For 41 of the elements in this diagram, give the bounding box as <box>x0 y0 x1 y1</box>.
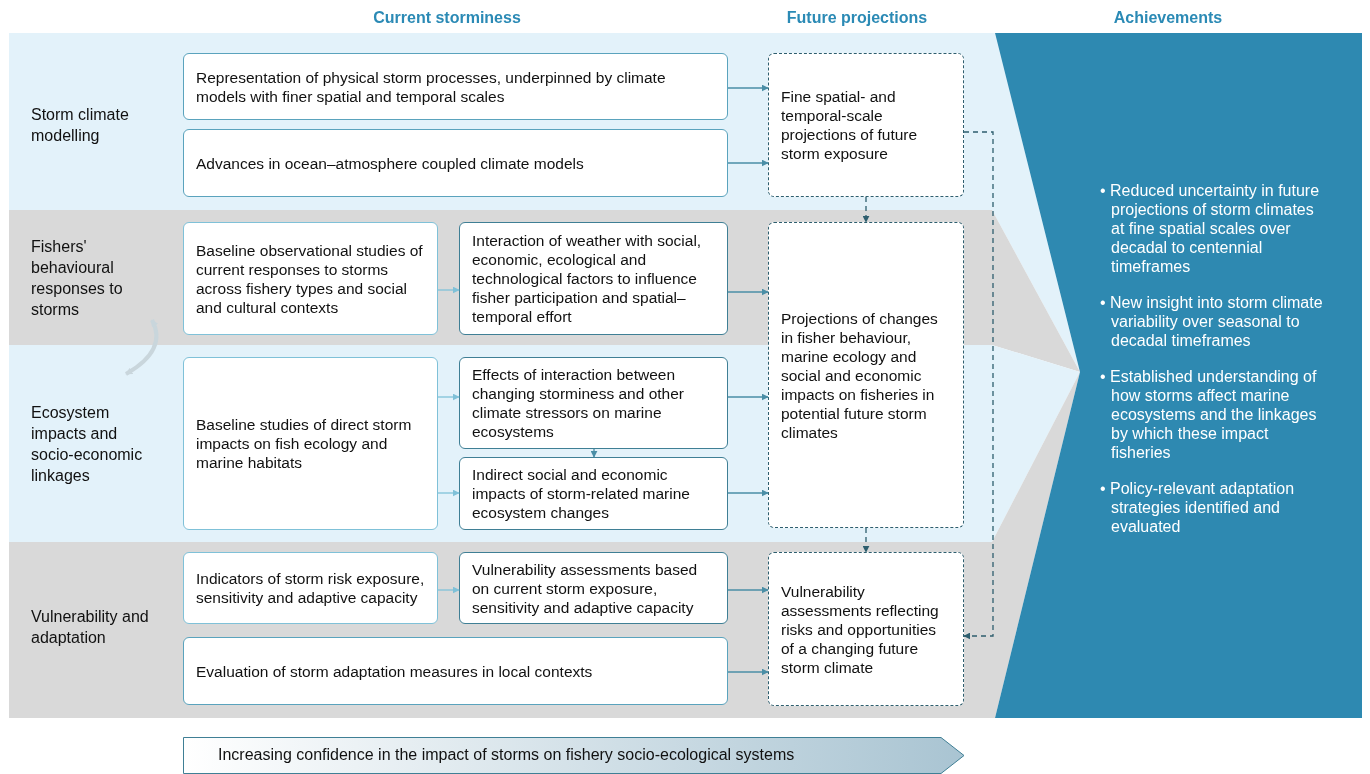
process-box: Baseline studies of direct storm impacts on fish ecology and marine habitats <box>183 357 438 530</box>
bullet-item: • Policy-relevant adaptation strategies identified and evaluated <box>1100 479 1296 536</box>
process-box: Vulnerability assessments based on current storm exposure, sensitivity and adaptive capacity <box>459 552 728 624</box>
row-heading: Ecosystem impacts and socio-economic linkages <box>31 403 144 486</box>
process-box: Evaluation of storm adaptation measures in local contexts <box>183 637 728 705</box>
process-box: Effects of interaction between changing storminess and other climate stressors on marine ecosystems <box>459 357 728 449</box>
arrow <box>727 668 769 676</box>
process-box: Representation of physical storm processes, underpinned by climate models with finer spatial and temporal scales <box>183 53 728 120</box>
arrow <box>437 489 460 497</box>
column-heading: Achievements <box>1113 9 1223 27</box>
arrow <box>963 131 994 640</box>
row-heading: Storm climate modelling <box>31 105 130 146</box>
arrow <box>727 393 769 401</box>
arrow <box>437 286 460 294</box>
chevron-label: Increasing confidence in the impact of storms on fishery socio-ecological systems <box>218 746 795 764</box>
bullet-item: • Established understanding of how storms affect marine ecosystems and the linkages by which these impact fisheries <box>1100 367 1318 462</box>
column-heading: Current storminess <box>373 9 521 27</box>
arrow <box>862 196 870 223</box>
process-box: Advances in ocean–atmosphere coupled climate models <box>183 129 728 197</box>
arrow <box>727 489 769 497</box>
process-box: Indirect social and economic impacts of storm-related marine ecosystem changes <box>459 457 728 530</box>
projection-box: Fine spatial- and temporal-scale projections of future storm exposure <box>768 53 964 197</box>
bullet-item: • Reduced uncertainty in future projections of storm climates at fine spatial scales over decadal to centennial timeframes <box>1100 181 1321 276</box>
arrow <box>727 586 769 594</box>
row-heading: Fishers' behavioural responses to storms <box>31 237 124 320</box>
process-box: Indicators of storm risk exposure, sensitivity and adaptive capacity <box>183 552 438 624</box>
arrow <box>727 159 769 167</box>
arrow <box>727 288 769 296</box>
arrow <box>862 527 870 553</box>
bullet-item: • New insight into storm climate variability over seasonal to decadal timeframes <box>1100 293 1324 350</box>
column-heading: Future projections <box>786 9 928 27</box>
arrow <box>590 448 598 458</box>
process-box: Interaction of weather with social, economic, ecological and technological factors to influence fisher participation and spatial–temporal effort <box>459 222 728 335</box>
row-heading: Vulnerability and adaptation <box>31 607 150 648</box>
arrow <box>437 393 460 401</box>
process-box: Baseline observational studies of current responses to storms across fishery types and social and cultural contexts <box>183 222 438 335</box>
arrow <box>437 586 460 594</box>
arrow <box>727 84 769 92</box>
arrow <box>124 319 159 376</box>
projection-box: Projections of changes in fisher behaviour, marine ecology and social and economic impacts on fisheries in potential future storm climates <box>768 222 964 528</box>
projection-box: Vulnerability assessments reflecting risks and opportunities of a changing future storm climate <box>768 552 964 706</box>
